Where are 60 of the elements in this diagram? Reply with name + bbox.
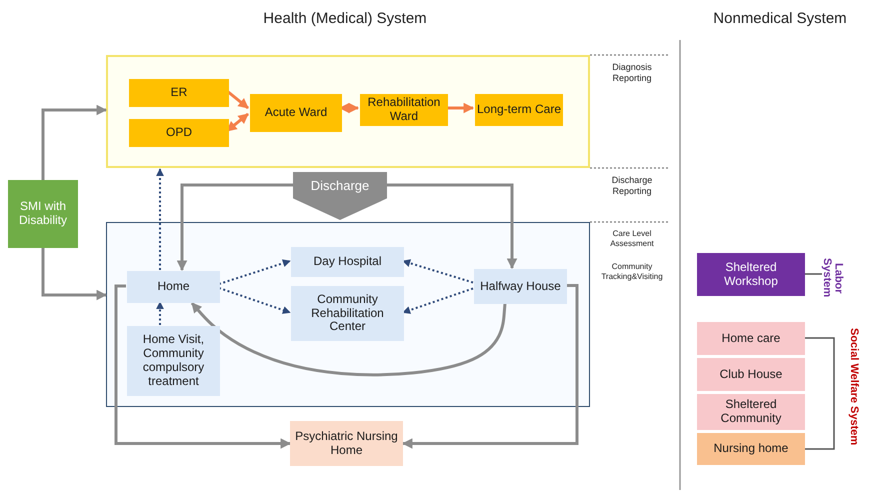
node-label: Day Hospital [313,255,382,269]
node-label: OPD [166,126,192,140]
arrow [218,287,291,314]
service-box [697,322,805,355]
arrow [42,248,108,300]
node-label: Community Rehabilitation Center [310,292,385,334]
system-panel [106,55,590,168]
patient-box [8,180,78,248]
ward-box [360,94,448,126]
node-label: Home [157,280,190,294]
node-label: Nursing home [714,442,788,456]
facility-box [697,358,805,391]
arrow [402,259,474,284]
facility-box [697,433,805,465]
facility-box [291,247,404,277]
facility-box [291,286,404,341]
side-note: Diagnosis Reporting [611,62,653,84]
arrow [156,168,164,270]
side-note: Community Tracking&Visiting [600,262,664,282]
facility-box [474,269,567,304]
node-label: Discharge [310,179,370,194]
section-heading: Health (Medical) System [262,10,428,28]
unit-box [129,79,229,107]
arrow [387,184,518,270]
ward-box [250,94,342,132]
node-label: Rehabilitation Ward [366,96,442,124]
arrow [190,302,506,376]
node-label: ER [170,86,188,100]
unit-box [129,119,229,147]
node-label: SMI with Disability [18,200,68,228]
arrow [218,259,291,285]
arrow [446,102,474,114]
arrow [402,288,474,314]
side-note: Discharge Reporting [610,175,654,197]
care-box [475,94,563,126]
facility-box [290,421,403,466]
system-label: Social Welfare System [846,327,861,448]
node-label: Long-term Care [476,103,562,117]
facility-box [697,394,805,430]
arrow [114,284,292,449]
arrow [176,184,293,272]
node-label: Acute Ward [264,106,328,120]
section-heading: Nonmedical System [712,10,848,28]
node-label: Home Visit, Community compulsory treatment [142,333,206,389]
node-label: Club House [720,368,782,382]
community-panel [106,222,590,407]
node-label: Home care [722,332,780,346]
facility-box [697,253,805,296]
place-box [127,271,220,303]
node-label: Halfway House [480,280,561,294]
arrow [156,301,164,325]
discharge-pentagon [293,172,387,220]
arrow [42,104,108,180]
node-label: Sheltered Workshop [723,260,779,288]
arrow [402,284,578,449]
service-box [127,326,220,396]
node-label: Sheltered Community [720,398,782,426]
system-label: Labor System [822,257,842,300]
side-note: Care Level Assessment [609,229,655,248]
node-label: Psychiatric Nursing Home [294,430,399,458]
